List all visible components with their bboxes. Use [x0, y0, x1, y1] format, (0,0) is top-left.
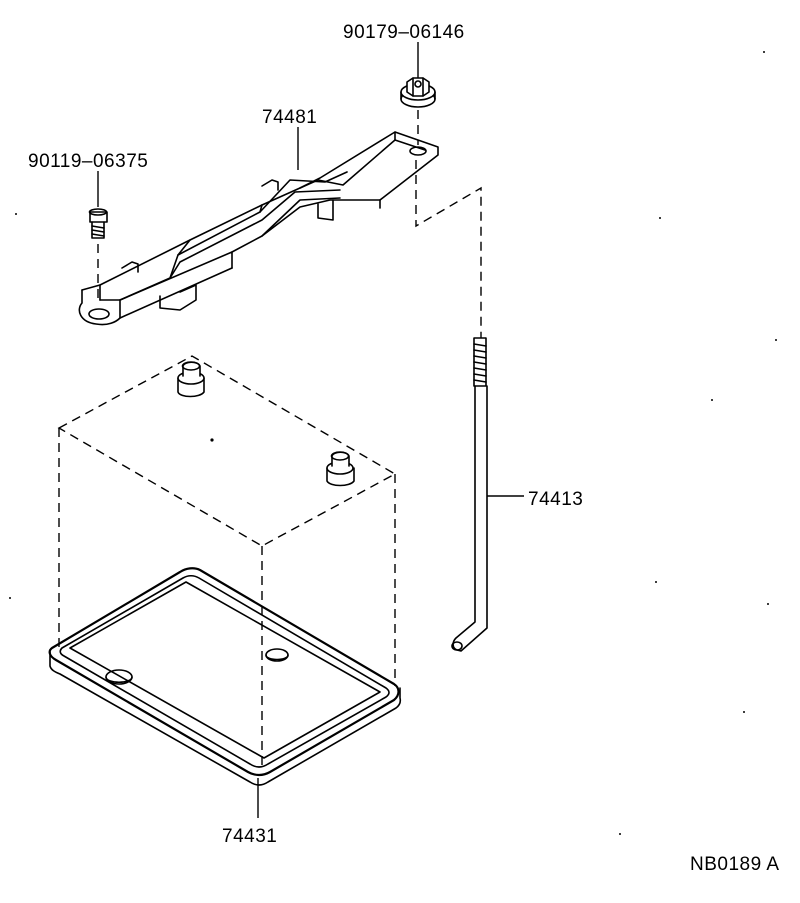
battery-outline	[57, 355, 397, 765]
battery-terminal-left	[177, 361, 205, 398]
label-clamp-part-number: 74481	[262, 107, 317, 128]
label-tray-part-number: 74431	[222, 826, 277, 847]
battery-terminal-right	[326, 451, 355, 487]
hex-bolt	[88, 208, 108, 239]
battery-hold-down-rod	[451, 337, 488, 652]
label-bolt-part-number: 90119–06375	[28, 151, 148, 172]
leader-lines	[97, 42, 524, 818]
scan-specks	[9, 51, 777, 835]
label-nut-part-number: 90179–06146	[343, 22, 465, 43]
label-rod-part-number: 74413	[528, 489, 583, 510]
battery-tray	[48, 567, 402, 786]
flange-nut	[400, 77, 436, 108]
diagram-code: NB0189 A	[690, 854, 780, 875]
battery-clamp-bracket	[78, 131, 439, 326]
